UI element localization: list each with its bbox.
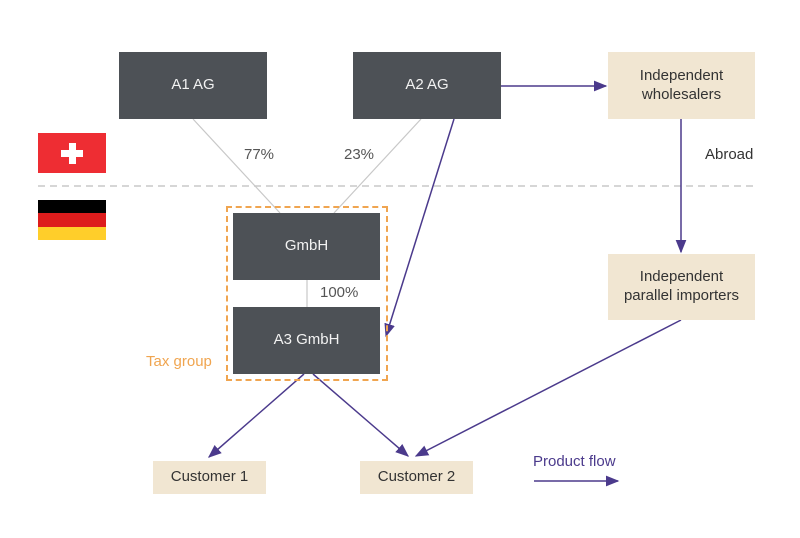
node-a3-gmbh[interactable]: A3 GmbH bbox=[233, 307, 380, 374]
node-customer-1[interactable]: Customer 1 bbox=[153, 461, 266, 494]
flag-stripe-black bbox=[38, 200, 106, 214]
flag-stripe-red bbox=[38, 213, 106, 227]
ownership-line-a2-gmbh bbox=[333, 118, 422, 214]
flow-arrow-importers-customer2 bbox=[414, 319, 682, 457]
ownership-share-gmbh: 100% bbox=[320, 284, 359, 301]
node-a3-gmbh-label: A3 GmbH bbox=[273, 331, 340, 349]
node-customer-2-label: Customer 2 bbox=[377, 468, 456, 486]
node-a2-ag[interactable]: A2 AG bbox=[353, 52, 501, 119]
node-a1-ag-label: A1 AG bbox=[171, 76, 215, 94]
node-a2-ag-label: A2 AG bbox=[405, 76, 449, 94]
node-wholesalers-line1: Independent bbox=[639, 66, 724, 84]
ownership-share-a1: 77% bbox=[244, 146, 275, 163]
tax-group-label: Tax group bbox=[146, 353, 212, 370]
node-a1-ag[interactable]: A1 AG bbox=[119, 52, 267, 119]
node-independent-parallel-importers[interactable]: Independent parallel importers bbox=[608, 254, 755, 320]
german-flag-icon bbox=[38, 200, 106, 240]
node-customer-1-label: Customer 1 bbox=[170, 468, 249, 486]
flow-arrow-a3-customer2 bbox=[312, 373, 410, 457]
node-importers-line2: parallel importers bbox=[623, 287, 740, 304]
tax-group-boundary bbox=[226, 206, 388, 381]
region-label-abroad: Abroad bbox=[705, 146, 754, 163]
node-gmbh-label: GmbH bbox=[284, 237, 329, 255]
legend-product-flow-label: Product flow bbox=[533, 453, 616, 470]
swiss-flag-icon bbox=[38, 133, 106, 173]
ownership-share-a2: 23% bbox=[344, 146, 375, 163]
node-wholesalers-line2: wholesalers bbox=[641, 85, 722, 103]
node-independent-wholesalers[interactable]: Independent wholesalers bbox=[608, 52, 755, 119]
ownership-line-a1-gmbh bbox=[192, 118, 281, 214]
swiss-cross-vertical bbox=[68, 142, 76, 164]
node-gmbh[interactable]: GmbH bbox=[233, 213, 380, 280]
node-importers-line1: Independent bbox=[639, 268, 724, 286]
node-customer-2[interactable]: Customer 2 bbox=[360, 461, 473, 494]
flow-arrow-a3-customer1 bbox=[207, 373, 305, 458]
flag-stripe-gold bbox=[38, 226, 106, 240]
flow-arrow-a2-a3 bbox=[384, 118, 455, 338]
